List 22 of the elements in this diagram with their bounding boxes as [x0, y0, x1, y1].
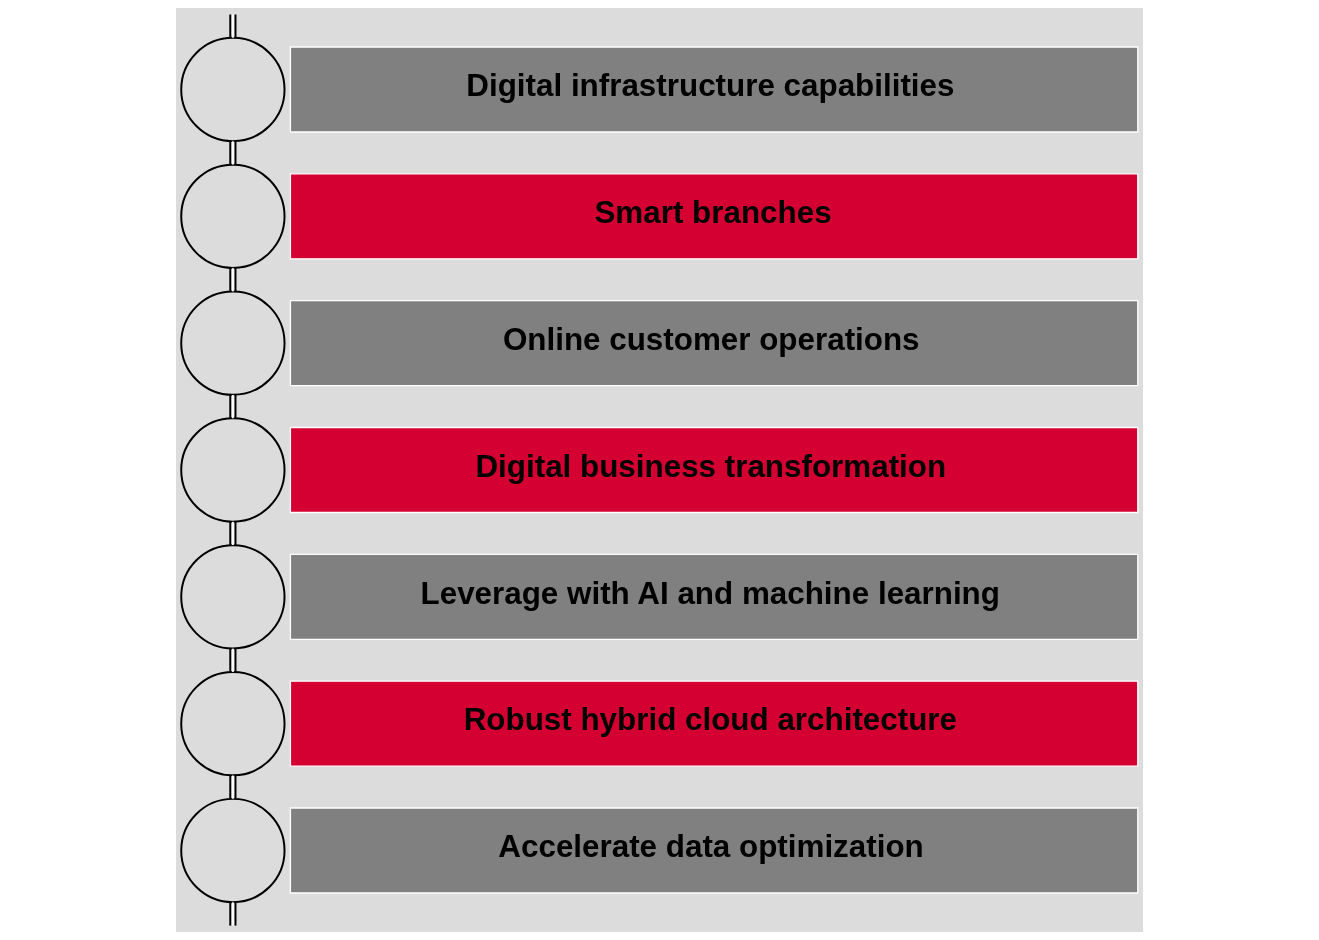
node-box: Smart branches: [289, 173, 1139, 260]
connector: [229, 13, 237, 39]
connector: [229, 520, 237, 547]
node-circle: [180, 163, 286, 269]
connector: [229, 267, 237, 293]
node-circle: [180, 797, 286, 904]
connector: [229, 901, 237, 927]
node-box: Robust hybrid cloud architecture: [289, 680, 1139, 767]
connector: [229, 774, 237, 800]
node-box: Online customer operations: [289, 300, 1139, 387]
node-circle: [180, 417, 286, 523]
connector: [229, 394, 237, 420]
connector: [229, 140, 237, 166]
node-box: Accelerate data optimization: [289, 807, 1139, 894]
node-box: Digital business transformation: [289, 426, 1139, 514]
node-circle: [180, 671, 286, 777]
node-box: Leverage with AI and machine learning: [289, 553, 1139, 640]
node-box: Digital infrastructure capabilities: [289, 46, 1139, 133]
connector: [229, 647, 237, 673]
node-circle: [180, 544, 286, 650]
node-circle: [180, 290, 286, 396]
node-circle: [180, 36, 286, 143]
